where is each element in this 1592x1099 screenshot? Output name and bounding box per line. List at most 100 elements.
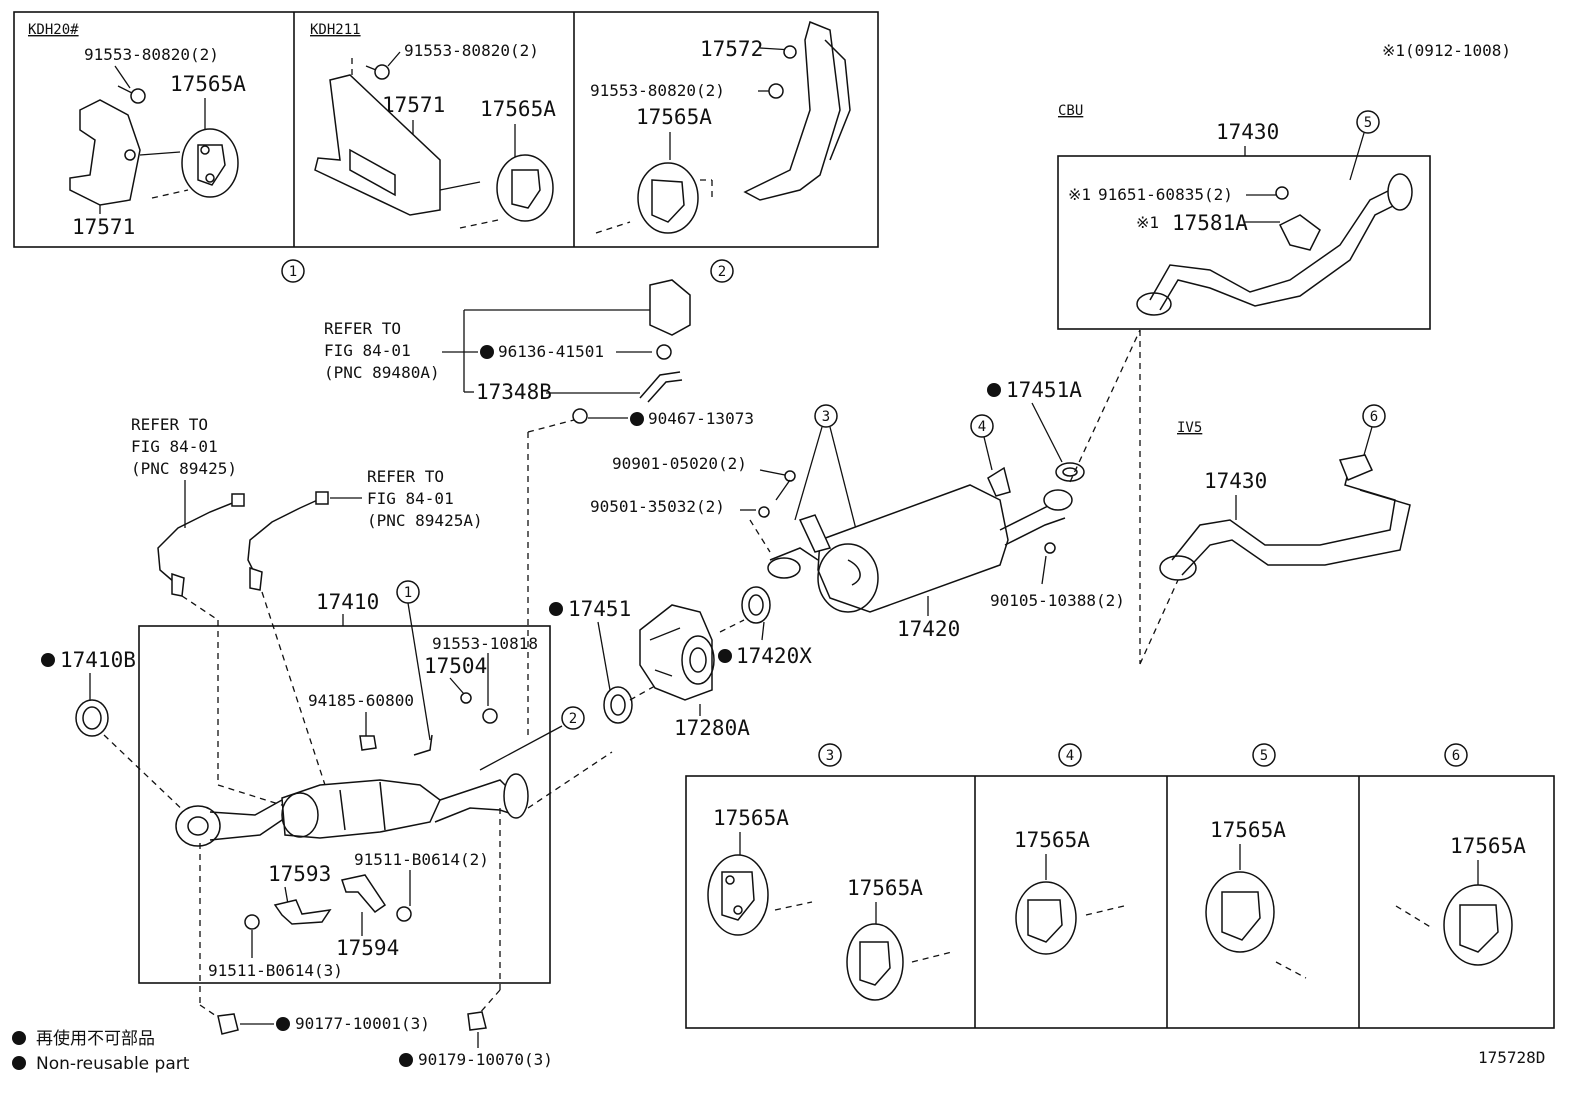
- svg-text:5: 5: [1364, 115, 1372, 131]
- rubber-hanger-icon: [496, 154, 554, 222]
- cbu-frame: [1057, 155, 1431, 330]
- callout-2-main: [561, 706, 585, 730]
- legend-jp: 再使用不可部品: [36, 1028, 155, 1049]
- heat-insulator-icon: [273, 899, 332, 925]
- callout-6-box: [1444, 743, 1468, 767]
- gasket-icon: [741, 586, 771, 624]
- bolt-icon: [117, 85, 146, 104]
- svg-text:REFER TO: REFER TO: [131, 415, 208, 434]
- label-91553-80820-c: 91553-80820(2): [590, 81, 725, 100]
- svg-text:FIG 84-01: FIG 84-01: [324, 341, 411, 360]
- bolt-icon: [482, 708, 498, 724]
- rubber-hanger-icon: [1015, 881, 1077, 955]
- rubber-hanger-icon: [1205, 871, 1275, 953]
- nut-icon: [359, 735, 377, 751]
- label-17348b: 17348B: [476, 380, 552, 404]
- svg-text:6: 6: [1370, 409, 1378, 425]
- label-96136: 96136-41501: [498, 342, 604, 361]
- label-91511-b0614-3: 91511-B0614(3): [208, 961, 343, 980]
- drawing-id: 175728D: [1478, 1048, 1545, 1067]
- callout-5-cbu: [1356, 110, 1380, 134]
- bolt-icon: [244, 914, 260, 930]
- label-17565a-g: 17565A: [1450, 834, 1526, 858]
- label-17565a-f: 17565A: [1210, 818, 1286, 842]
- nonreusable-dot: [718, 649, 732, 663]
- section-cbu: CBU: [1058, 103, 1083, 119]
- nonreusable-dot: [630, 412, 644, 426]
- label-17565a-a: 17565A: [170, 72, 246, 96]
- label-17593: 17593: [268, 862, 331, 886]
- label-17430-iv5: 17430: [1204, 469, 1267, 493]
- gasket-icon: [603, 686, 633, 724]
- svg-text:1: 1: [289, 264, 297, 280]
- label-90901: 90901-05020(2): [612, 454, 747, 473]
- tail-pipe-icon: [1136, 173, 1413, 316]
- label-17451: 17451: [568, 597, 631, 621]
- label-90467: 90467-13073: [648, 409, 754, 428]
- svg-text:(PNC 89480A): (PNC 89480A): [324, 363, 440, 382]
- rubber-hanger-icon: [846, 923, 904, 1001]
- top-note: ※1(0912-1008): [1382, 41, 1511, 60]
- exhaust-valve-icon: [639, 604, 715, 701]
- section-iv5: IV5: [1177, 420, 1202, 436]
- label-17565a-d1: 17565A: [713, 806, 789, 830]
- mark-1a: ※1: [1068, 185, 1091, 204]
- bolt-icon: [365, 64, 390, 80]
- svg-text:REFER TO: REFER TO: [324, 319, 401, 338]
- label-91553-80820-b: 91553-80820(2): [404, 41, 539, 60]
- refer-block-3: REFER TO FIG 84-01 (PNC 89425A): [367, 467, 483, 530]
- label-17280a: 17280A: [674, 716, 750, 740]
- svg-text:(PNC 89425): (PNC 89425): [131, 459, 237, 478]
- svg-text:2: 2: [569, 711, 577, 727]
- clamp-icon: [572, 408, 588, 424]
- bolt-icon: [1044, 542, 1056, 554]
- tail-pipe-iv5-icon: [1159, 454, 1411, 581]
- label-94185: 94185-60800: [308, 691, 414, 710]
- bracket-icon: [69, 99, 181, 206]
- spring-icon: [758, 506, 770, 518]
- callout-3-box: [818, 743, 842, 767]
- bolt-icon: [784, 470, 796, 482]
- callout-5-box: [1252, 743, 1276, 767]
- legend-dot-en: [12, 1056, 26, 1070]
- legend-dot-jp: [12, 1031, 26, 1045]
- refer-block-2: REFER TO FIG 84-01 (PNC 89425): [131, 415, 237, 478]
- gasket-icon: [1055, 462, 1085, 482]
- label-17420: 17420: [897, 617, 960, 641]
- nut-icon: [217, 1013, 239, 1035]
- svg-text:3: 3: [822, 409, 830, 425]
- label-17420x: 17420X: [736, 644, 812, 668]
- refer-block-1: REFER TO FIG 84-01 (PNC 89480A): [324, 319, 440, 382]
- label-17565a-e: 17565A: [1014, 828, 1090, 852]
- callout-3-main: [814, 404, 838, 428]
- svg-text:3: 3: [826, 748, 834, 764]
- nonreusable-dot: [549, 602, 563, 616]
- rubber-hanger-icon: [707, 854, 769, 936]
- inset-frame-top: [13, 11, 879, 248]
- rubber-hanger-icon: [1443, 884, 1513, 966]
- legend-en: Non-reusable part: [36, 1054, 190, 1074]
- callout-6-iv5: [1362, 404, 1386, 428]
- clip-icon: [460, 692, 472, 704]
- section-kdh211: KDH211: [310, 22, 361, 38]
- nonreusable-dot: [399, 1053, 413, 1067]
- label-17410b: 17410B: [60, 648, 136, 672]
- pipe-bracket-icon: [743, 20, 851, 201]
- svg-text:(PNC 89425A): (PNC 89425A): [367, 511, 483, 530]
- bracket-icon: [413, 734, 433, 756]
- bolt-icon: [768, 45, 797, 99]
- callout-4-main: [970, 414, 994, 438]
- label-17581a: 17581A: [1172, 211, 1248, 235]
- svg-text:5: 5: [1260, 748, 1268, 764]
- hanger-frame: [685, 775, 1555, 1029]
- svg-text:FIG 84-01: FIG 84-01: [367, 489, 454, 508]
- mark-1b: ※1: [1136, 213, 1159, 232]
- svg-text:2: 2: [718, 264, 726, 280]
- oxygen-sensor-icon: [247, 491, 329, 591]
- catalytic-converter-icon: [175, 773, 529, 847]
- nonreusable-dot: [41, 653, 55, 667]
- svg-text:FIG 84-01: FIG 84-01: [131, 437, 218, 456]
- label-90105: 90105-10388(2): [990, 591, 1125, 610]
- label-17594: 17594: [336, 936, 399, 960]
